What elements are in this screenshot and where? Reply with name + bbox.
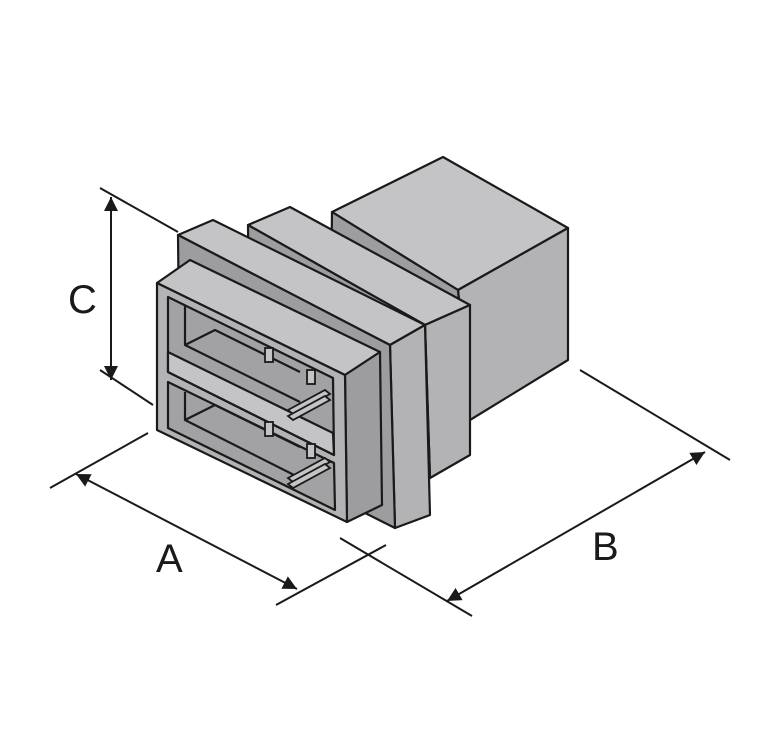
dim-a-label: A [156, 537, 183, 581]
dim-b-label: B [592, 525, 619, 569]
divider-bar [166, 350, 336, 457]
dim-b-line [446, 451, 706, 602]
mid-flange-side [423, 303, 472, 480]
lower-inner-edge [184, 419, 301, 479]
dim-a-line [75, 473, 298, 590]
upper-pin [286, 388, 332, 416]
front-flange-side [388, 323, 432, 530]
upper-inner-edge [184, 344, 301, 403]
upper-pin-block-right [306, 369, 316, 385]
connector-body [155, 155, 570, 530]
dim-c-extension-bottom [99, 369, 154, 406]
upper-inner-wall [183, 305, 301, 373]
upper-pin-block-left [264, 347, 274, 363]
dimension-b [339, 369, 731, 617]
dim-a-extension-right [275, 544, 387, 606]
dim-b-extension-right [579, 369, 731, 461]
front-face-side-edge [343, 350, 384, 524]
lower-inner-wall [183, 392, 301, 448]
dim-b-extension-left [339, 537, 473, 617]
upper-pin-lower [286, 394, 332, 422]
dim-a-extension-left [49, 432, 149, 489]
lower-pin-block-left [264, 421, 274, 437]
dim-c-label: C [68, 278, 97, 322]
dimension-c [99, 187, 179, 406]
terminal-pins [264, 347, 332, 490]
lower-pin-block-right [306, 443, 316, 459]
dim-c-extension-top [99, 187, 179, 233]
